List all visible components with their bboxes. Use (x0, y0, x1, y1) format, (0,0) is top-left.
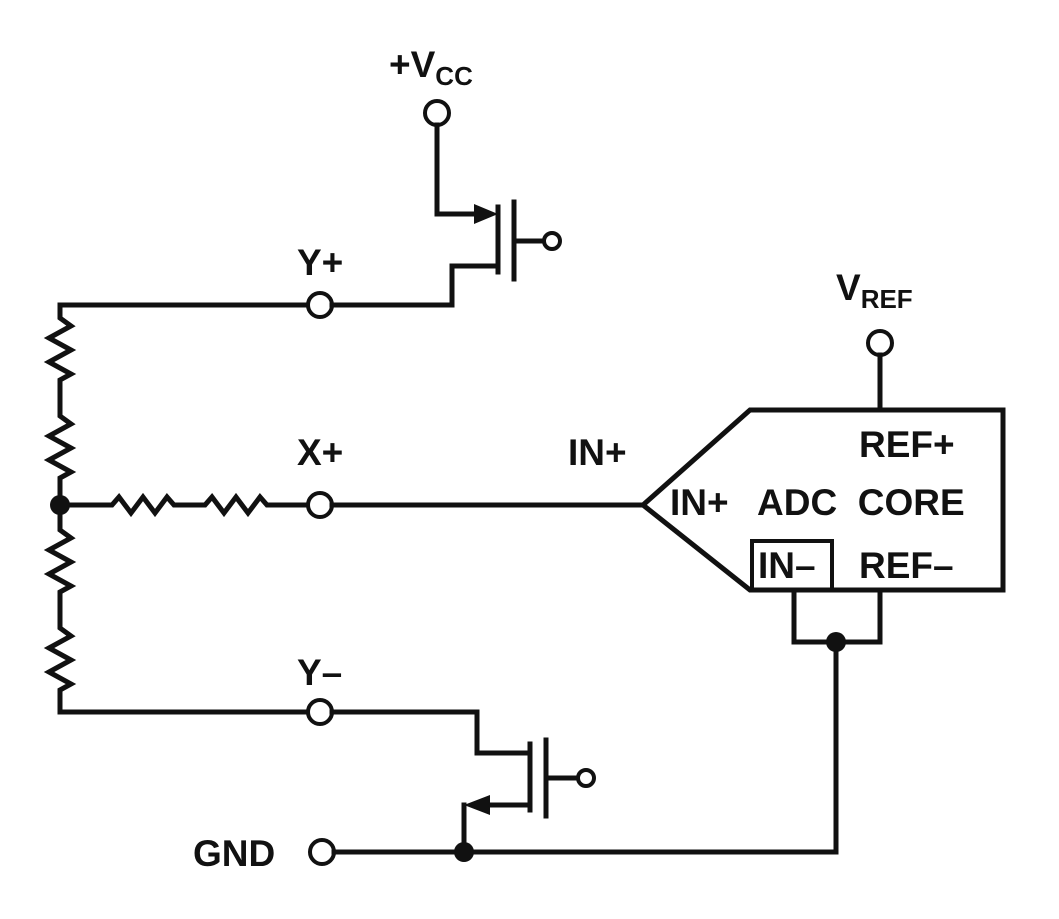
adc-outline (639, 407, 1006, 593)
left-rail-lower-resistors (43, 502, 77, 715)
vcc-terminal (423, 99, 451, 127)
lower-nmos-switch (329, 709, 596, 855)
vref-label: VREF (836, 267, 913, 314)
lower-gate (543, 737, 580, 819)
ref-minus-junction-dot (826, 632, 846, 652)
y-minus-terminal (306, 698, 334, 726)
gnd-bus-wire (331, 639, 839, 855)
adc-core-block (639, 352, 1006, 652)
y-minus-to-drain-wire (329, 709, 533, 756)
upper-drain-wire (329, 263, 501, 308)
upper-gate (511, 199, 546, 282)
gnd-label: GND (193, 833, 275, 874)
upper-pmos-switch (329, 122, 562, 308)
upper-gate-bubble (542, 231, 562, 251)
y-minus-label: Y– (297, 652, 342, 693)
adc-ref-minus-label: REF– (859, 545, 954, 586)
y-plus-terminal (306, 291, 334, 319)
in-plus-outer-label: IN+ (568, 432, 627, 473)
adc-ref-plus-label: REF+ (859, 424, 955, 465)
x-plus-label: X+ (297, 432, 343, 473)
vcc-drop-wire (434, 122, 480, 217)
x-plus-series-resistors (57, 492, 308, 518)
x-plus-terminal (306, 491, 334, 519)
gnd-terminal (308, 838, 336, 866)
adc-in-minus-label: IN– (758, 545, 816, 586)
gnd-junction-dot (454, 842, 474, 862)
lower-source-arrow (464, 795, 490, 815)
vref-terminal (866, 329, 894, 357)
adc-in-plus-label: IN+ (670, 482, 729, 523)
vcc-label: +VCC (389, 44, 473, 91)
upper-source-arrow (474, 204, 498, 224)
lower-gate-bubble (576, 768, 596, 788)
left-rail-upper-resistors (43, 302, 77, 508)
y-plus-label: Y+ (297, 242, 343, 283)
adc-core-label: ADC CORE (757, 482, 965, 523)
resistor-network (43, 302, 308, 715)
